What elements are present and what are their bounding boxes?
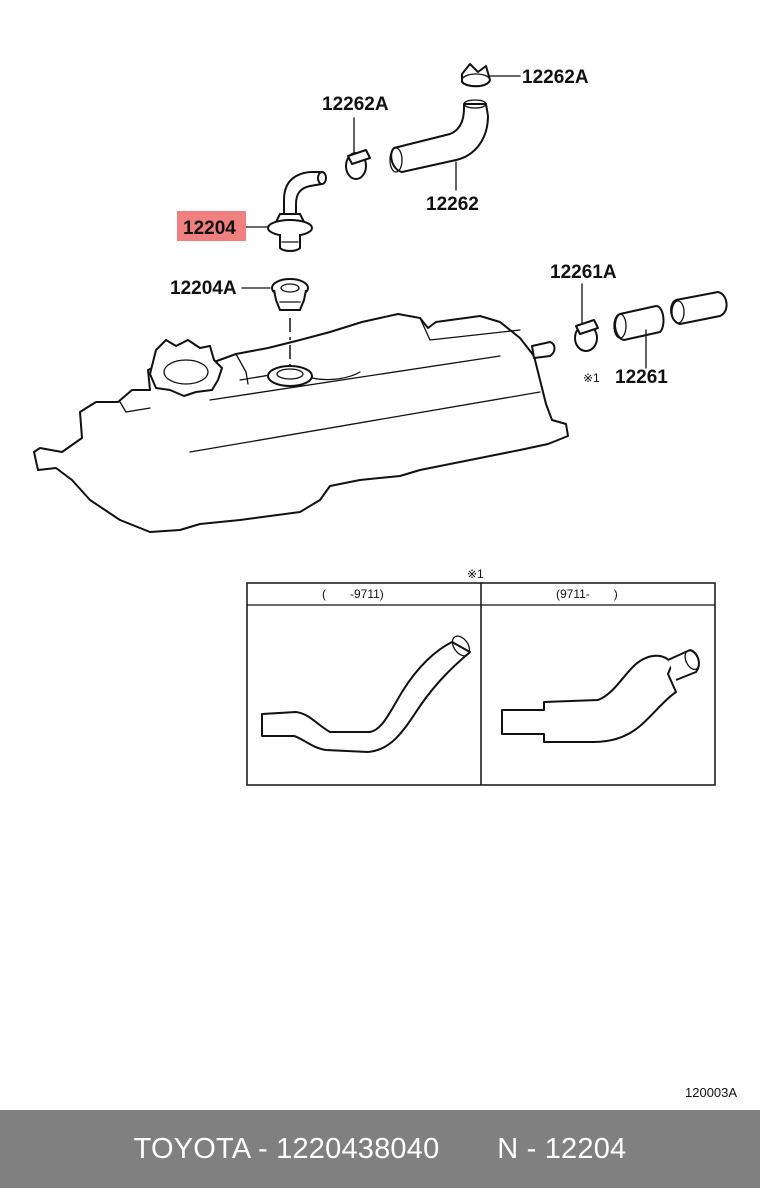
hose-clamp-right [574,319,599,352]
callout-highlight [177,211,246,241]
callout-12204a: 12204A [170,278,237,299]
pcv-valve-12204 [267,171,327,252]
note-marker: ※1 [583,371,600,385]
hose-12261 [613,291,728,341]
hose-12262 [389,99,489,173]
callout-12261: 12261 [615,367,668,388]
callout-12262a-left: 12262A [322,94,389,115]
inset-col-left: ( -9711) [322,587,384,601]
callout-12204: 12204 [183,218,236,239]
callout-12262: 12262 [426,194,479,215]
hose-variant-late [501,649,700,743]
part-number-caption: TOYOTA - 1220438040 N - 12204 [133,1132,627,1165]
leader-lines [241,75,647,369]
callout-12261a: 12261A [550,262,617,283]
hose-variant-early [261,635,471,753]
grommet-12204a [271,278,309,311]
inset-table: ※1 ( -9711) (9711- ) [246,567,716,786]
hose-clamp-left [345,149,371,180]
callout-12262a-top: 12262A [522,67,589,88]
parts-diagram: 12262A 12262A 12262 12204 12204A 12261A … [33,63,737,1100]
inset-title: ※1 [467,567,484,581]
hose-clamp-top [461,63,491,88]
illustration-id: 120003A [685,1085,737,1100]
inset-col-right: (9711- ) [556,587,618,601]
cylinder-head-cover [33,313,569,533]
footer-bar: TOYOTA - 1220438040 N - 12204 [0,1110,760,1188]
